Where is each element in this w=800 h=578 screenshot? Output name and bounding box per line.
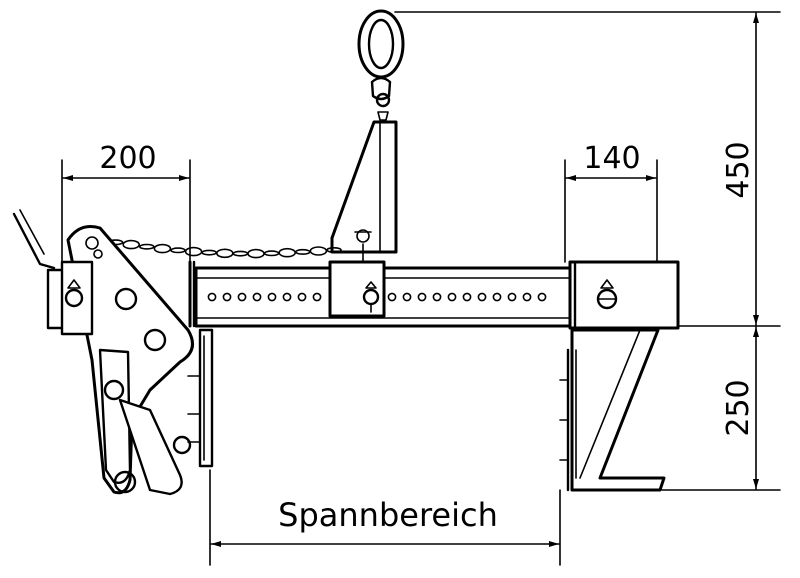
chain-link bbox=[139, 243, 155, 250]
left-clamp-arm bbox=[12, 209, 194, 496]
beam-hole bbox=[507, 292, 517, 302]
beam-hole bbox=[492, 292, 502, 302]
chain-link bbox=[153, 243, 172, 254]
chain-link bbox=[309, 246, 328, 256]
dimension-200: 200 bbox=[61, 141, 191, 263]
chain-link bbox=[170, 247, 186, 254]
beam-hole bbox=[417, 292, 427, 302]
right-jaw bbox=[559, 328, 666, 492]
dimension-clamp-range: Spannbereich bbox=[209, 469, 561, 566]
beam-hole bbox=[402, 292, 412, 302]
chain-link bbox=[201, 249, 217, 256]
dimension-450: 450 bbox=[394, 11, 781, 327]
chain-link bbox=[278, 247, 297, 258]
beam-hole bbox=[477, 292, 487, 302]
dimension-label-140: 140 bbox=[583, 141, 640, 176]
chain-link bbox=[184, 246, 203, 257]
beam-hole bbox=[312, 292, 322, 302]
dimension-label-200: 200 bbox=[99, 141, 156, 176]
beam-hole bbox=[282, 292, 292, 302]
beam-hole bbox=[537, 292, 547, 302]
beam-hole bbox=[447, 292, 457, 302]
beam-hole bbox=[222, 292, 232, 302]
beam-hole bbox=[297, 292, 307, 302]
dimension-label-450: 450 bbox=[721, 141, 756, 198]
chain-link bbox=[232, 250, 249, 257]
sliding-collar bbox=[328, 260, 386, 318]
chain-link bbox=[216, 248, 234, 259]
chain-link bbox=[122, 239, 140, 250]
beam-hole bbox=[252, 292, 262, 302]
chain-link bbox=[263, 250, 280, 257]
beam-holes bbox=[207, 292, 547, 302]
beam-hole bbox=[432, 292, 442, 302]
beam-hole bbox=[522, 292, 532, 302]
beam-hole bbox=[207, 292, 217, 302]
dimension-label-clamp-range: Spannbereich bbox=[278, 496, 498, 534]
chain-link bbox=[326, 247, 342, 254]
chain-link bbox=[247, 248, 265, 259]
chain bbox=[91, 235, 342, 259]
beam-hole bbox=[267, 292, 277, 302]
dimension-140: 140 bbox=[564, 141, 658, 263]
beam-hole bbox=[462, 292, 472, 302]
dimension-250: 250 bbox=[661, 326, 781, 491]
chain-link bbox=[294, 248, 311, 255]
left-jaw-plate bbox=[187, 328, 214, 468]
dimension-label-250: 250 bbox=[721, 379, 756, 436]
main-beam bbox=[188, 260, 680, 330]
lifting-ring bbox=[357, 9, 405, 121]
beam-hole bbox=[237, 292, 247, 302]
lifting-plate bbox=[330, 120, 398, 269]
right-bolt bbox=[596, 279, 618, 310]
beam-hole bbox=[387, 292, 397, 302]
